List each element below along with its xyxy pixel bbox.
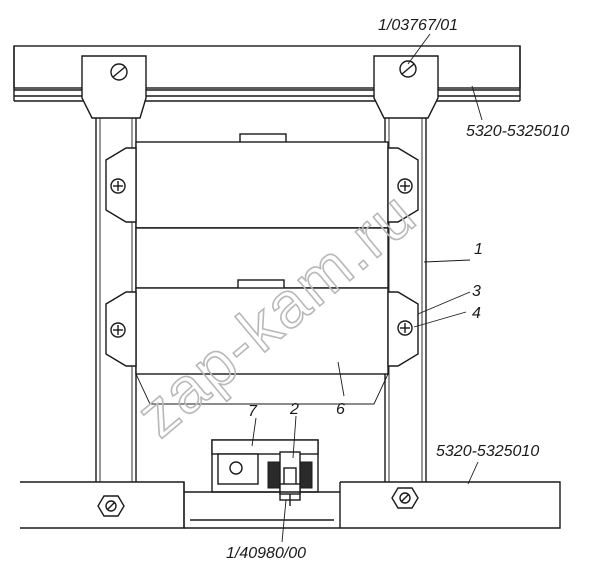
cross-screw-icon: [110, 322, 126, 338]
label-bolt: 2: [289, 401, 299, 418]
label-beam-bottom: 5320-5325010: [436, 443, 539, 460]
label-bracket: 7: [248, 403, 258, 420]
cross-screw-icon: [110, 178, 126, 194]
nut-icon: [97, 495, 125, 517]
label-screw: 4: [472, 305, 481, 322]
screw-icon: [399, 60, 417, 78]
nut-icon: [391, 487, 419, 509]
leader-lines: [251, 33, 483, 543]
label-washer: 3: [472, 283, 481, 300]
label-battery: 6: [336, 401, 345, 418]
label-part-bottom: 1/40980/00: [226, 545, 306, 562]
cross-screw-icon: [397, 320, 413, 336]
cross-screw-icon: [397, 178, 413, 194]
label-strap: 1: [474, 241, 483, 258]
screw-icon: [110, 63, 128, 81]
label-part-top: 1/03767/01: [378, 17, 458, 34]
label-beam-top: 5320-5325010: [466, 123, 569, 140]
